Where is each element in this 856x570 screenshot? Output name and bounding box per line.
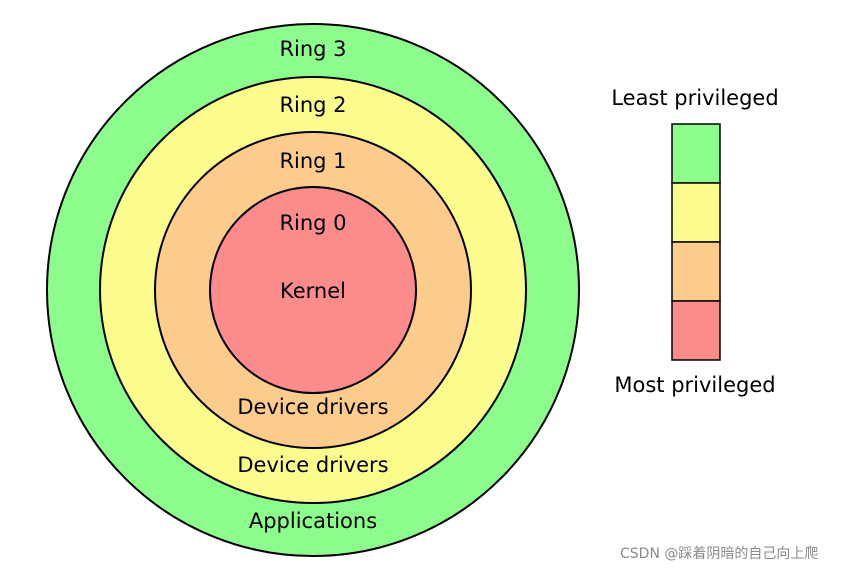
ring-3-label: Ring 3 <box>279 37 346 61</box>
ring-3-applications-label: Applications <box>249 509 377 533</box>
legend-swatch-ring-2 <box>671 182 721 243</box>
legend-least-privileged-label: Least privileged <box>611 86 778 110</box>
ring-1-label: Ring 1 <box>279 149 346 173</box>
ring-0-circle <box>209 186 417 394</box>
ring-2-device-drivers-label: Device drivers <box>237 453 388 477</box>
legend-swatch-ring-1 <box>671 241 721 302</box>
ring-1-device-drivers-label: Device drivers <box>237 395 388 419</box>
legend-swatch-ring-0 <box>671 300 721 361</box>
csdn-watermark: CSDN @踩着阴暗的自己向上爬 <box>620 546 819 562</box>
ring-2-label: Ring 2 <box>279 93 346 117</box>
ring-0-label: Ring 0 <box>279 211 346 235</box>
legend-swatch-ring-3 <box>671 123 721 184</box>
ring-0-kernel-label: Kernel <box>280 279 346 303</box>
legend-most-privileged-label: Most privileged <box>614 373 775 397</box>
